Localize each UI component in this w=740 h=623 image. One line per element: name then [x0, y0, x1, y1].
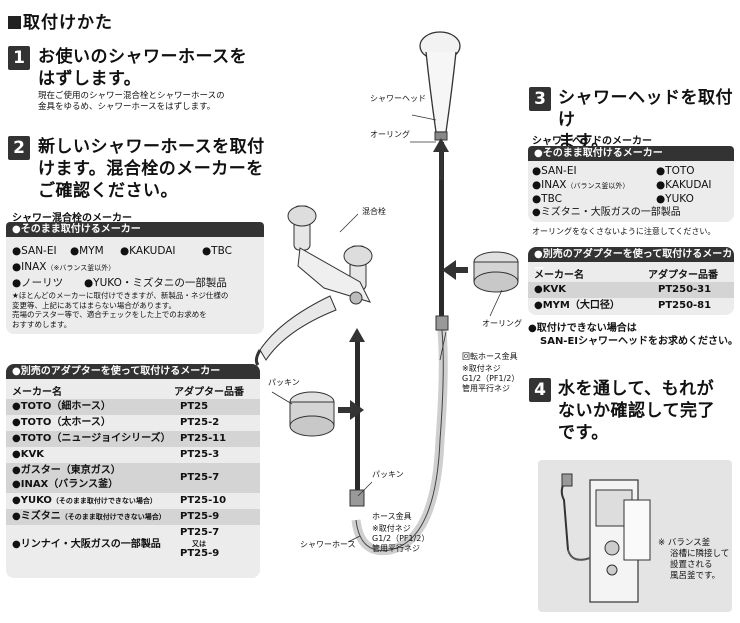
installation-diagram [254, 31, 519, 556]
head-maker-item: ●INAX（バランス釜以外） [532, 179, 630, 191]
mixer-maker-item: ●INAX（※バランス釜以外） [12, 261, 116, 273]
head-adapter-heading: ●別売のアダプターを使って取付けるメーカー [528, 247, 734, 275]
balance-boiler-note: ※ バランス釜 浴槽に隣接して 設置される 風呂釜です。 [658, 538, 730, 581]
hose-lower-arrow [355, 336, 360, 496]
head-maker-item: ●ミズタニ・大阪ガスの一部製品 [532, 207, 681, 218]
head-maker-item: ●YUKO [656, 193, 694, 205]
step-2-title: 新しいシャワーホースを取付けます。混合栓のメーカーをご確認ください。 [38, 137, 265, 201]
head-adapter-panel: ●別売のアダプターを使って取付けるメーカー メーカー名 アダプター品番 ●KVK… [528, 247, 734, 315]
mixer-maker-item: ●MYM [70, 245, 104, 257]
label-hose-fitting: ホース金具 [372, 512, 412, 521]
label-shower-hose: シャワーホース [300, 540, 356, 549]
head-maker-item: ●KAKUDAI [656, 179, 712, 191]
mixer-direct-panel: ●そのまま取付けるメーカー ●SAN-EI ●MYM ●KAKUDAI ●TBC… [6, 222, 264, 334]
step-3-title: シャワーヘッドを取付けます。 [558, 88, 733, 152]
label-rotating-fitting: 回転ホース金具 [462, 352, 518, 361]
head-maker-item: ●SAN-EI [532, 165, 577, 177]
mixer-adapter [289, 391, 335, 437]
column-header-maker: メーカー名 [12, 387, 62, 398]
column-header-code: アダプター品番 [648, 270, 718, 281]
table-row: ●TOTO（太ホース）PT25-2 [12, 417, 220, 428]
mixer-faucet [254, 205, 373, 366]
label-packing-bottom: パッキン [372, 470, 404, 479]
mixer-direct-heading: ●そのまま取付けるメーカー [6, 222, 264, 237]
column-header-code: アダプター品番 [174, 387, 244, 398]
mixer-maker-item: ●SAN-EI [12, 245, 57, 257]
label-o-ring-top: オーリング [370, 130, 410, 139]
table-row: ●TOTO（ニュージョイシリーズ）PT25-11 [6, 431, 260, 447]
hose-upper [439, 142, 444, 322]
mixer-maker-item: ●KAKUDAI [120, 245, 176, 257]
head-maker-item: ●TBC [532, 193, 562, 205]
label-o-ring-right: オーリング [482, 319, 522, 328]
mixer-adapter-heading: ●別売のアダプターを使って取付けるメーカー [6, 364, 260, 379]
page-title: 取付けかた [8, 8, 113, 33]
table-row: ●TOTO（細ホース）PT25 [6, 399, 260, 415]
head-maker-heading: シャワーヘッドのメーカー [532, 136, 652, 147]
column-header-maker: メーカー名 [534, 270, 584, 281]
table-row: ●MYM（大口径）PT250-81 [534, 300, 712, 311]
balance-boiler-illustration: ※ バランス釜 浴槽に隣接して 設置される 風呂釜です。 [538, 460, 732, 612]
mixer-maker-item: ●TBC [202, 245, 232, 257]
head-direct-panel: ●そのまま取付けるメーカー ●SAN-EI ●INAX（バランス釜以外） ●TB… [528, 146, 734, 222]
mixer-adapter-panel: ●別売のアダプターを使って取付けるメーカー メーカー名 アダプター品番 ●TOT… [6, 364, 260, 578]
label-packing-left: パッキン [268, 378, 300, 387]
step-4-title: 水を通して、もれがないか確認して完了です。 [558, 379, 715, 443]
o-ring-warning: オーリングをなくさないように注意してください。 [532, 227, 716, 236]
head-adapter [473, 251, 519, 293]
head-maker-item: ●TOTO [656, 165, 695, 177]
step-1-title: お使いのシャワーホースをはずします。 [38, 47, 248, 89]
shower-head [419, 31, 461, 141]
rotating-hose-fitting [435, 315, 449, 331]
table-row: ●YUKO（そのまま取付けできない場合）PT25-10 [12, 495, 227, 506]
step-1-description: 現在ご使用のシャワー混合栓とシャワーホースの金具をゆるめ、シャワーホースをはずし… [38, 91, 225, 112]
table-row: ●ミズタニ（そのまま取付けできない場合）PT25-9 [6, 509, 260, 525]
step-2-number: 2 [8, 136, 30, 160]
head-direct-heading: ●そのまま取付けるメーカー [528, 146, 734, 161]
step-3-number: 3 [529, 87, 551, 111]
mixer-maker-item: ●ノーリツ [12, 277, 64, 289]
step-4-number: 4 [529, 378, 551, 402]
table-row: ●ガスター（東京ガス）●INAX（バランス釜）PT25-7 [6, 463, 260, 493]
step-1-number: 1 [8, 46, 30, 70]
mixer-maker-item: ●YUKO・ミズタニの一部製品 [84, 277, 227, 289]
label-shower-head: シャワーヘッド [370, 94, 426, 103]
label-mixer: 混合栓 [362, 207, 386, 216]
table-row: ●リンナイ・大阪ガスの一部製品 PT25-7 又は PT25-9 [12, 527, 220, 559]
mixer-compat-note: ★ほとんどのメーカーに取付けできますが、新製品・ネジ仕様の変更等、上記にあてはま… [12, 291, 229, 329]
balance-boiler-drawing [560, 473, 651, 603]
mixer-maker-heading: シャワー混合栓のメーカー [12, 213, 132, 224]
